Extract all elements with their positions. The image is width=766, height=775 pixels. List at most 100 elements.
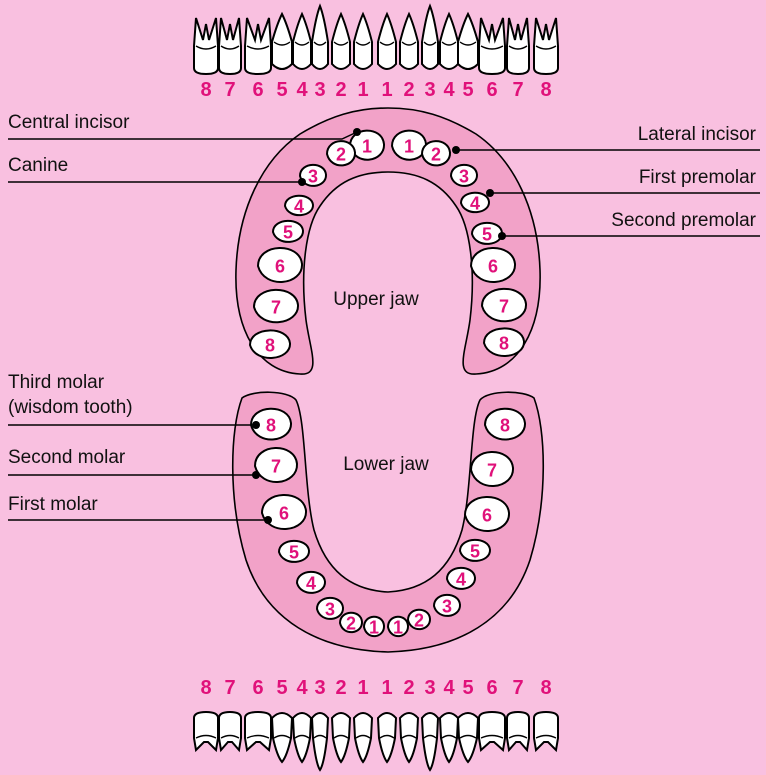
upper-left-tooth: 5 <box>273 221 303 243</box>
upper-left-tooth: 2 <box>327 141 355 165</box>
tooth-number: 1 <box>381 79 392 101</box>
upper-right-tooth: 8 <box>484 328 524 356</box>
tooth-number: 7 <box>224 79 235 101</box>
tooth-number: 4 <box>443 677 455 699</box>
tooth-number: 2 <box>346 613 356 633</box>
tooth-number: 2 <box>431 144 441 164</box>
tooth-number: 7 <box>224 677 235 699</box>
tooth-number: 2 <box>336 144 346 164</box>
tooth-number: 6 <box>252 79 263 101</box>
tooth-number: 8 <box>200 677 211 699</box>
lower-left-tooth: 7 <box>255 448 297 482</box>
upper-tooth-side <box>422 6 438 69</box>
tooth-number: 3 <box>325 599 335 619</box>
lower-tooth-side <box>422 713 438 770</box>
upper-tooth-side <box>194 18 218 74</box>
leader-dot-lateral-incisor <box>452 146 460 154</box>
lower-jaw-arch: 8765432187654321 <box>233 392 544 652</box>
tooth-number: 4 <box>294 196 304 216</box>
tooth-number: 4 <box>296 79 308 101</box>
upper-left-tooth: 6 <box>258 248 302 282</box>
upper-right-tooth: 5 <box>472 223 502 245</box>
tooth-number: 3 <box>424 677 435 699</box>
tooth-number: 8 <box>499 333 509 353</box>
lower-right-tooth: 6 <box>465 497 509 531</box>
leader-dot-canine <box>298 178 306 186</box>
tooth-number: 3 <box>308 166 318 186</box>
upper-tooth-side <box>272 14 292 69</box>
tooth-number: 2 <box>335 79 346 101</box>
tooth-number: 4 <box>443 79 455 101</box>
upper-right-tooth: 2 <box>422 141 450 165</box>
upper-jaw-label: Upper jaw <box>333 289 419 310</box>
tooth-number: 6 <box>482 505 492 525</box>
tooth-number: 7 <box>271 456 281 476</box>
tooth-number: 8 <box>540 677 551 699</box>
upper-right-tooth: 7 <box>482 289 526 321</box>
tooth-number: 6 <box>275 256 285 276</box>
tooth-number: 2 <box>335 677 346 699</box>
lower-tooth-side <box>219 712 241 750</box>
tooth-number: 8 <box>265 335 275 355</box>
tooth-number: 8 <box>266 415 276 435</box>
tooth-number: 6 <box>279 503 289 523</box>
tooth-number: 1 <box>362 136 372 156</box>
upper-tooth-side <box>458 14 478 69</box>
lower-tooth-side <box>194 712 218 750</box>
tooth-number: 6 <box>252 677 263 699</box>
lower-left-tooth: 4 <box>297 572 325 594</box>
tooth-number: 6 <box>486 79 497 101</box>
lower-teeth-side-view <box>194 712 558 770</box>
tooth-number: 1 <box>393 617 403 637</box>
leader-dot-first-molar <box>264 516 272 524</box>
tooth-number: 5 <box>462 79 473 101</box>
tooth-number: 1 <box>357 79 368 101</box>
lower-right-tooth: 8 <box>485 409 525 440</box>
tooth-number: 7 <box>512 79 523 101</box>
leader-dot-third-molar <box>252 421 260 429</box>
label-second-premolar: Second premolar <box>611 210 756 231</box>
tooth-number: 4 <box>296 677 308 699</box>
tooth-number: 3 <box>459 166 469 186</box>
tooth-number: 2 <box>403 79 414 101</box>
tooth-number: 3 <box>424 79 435 101</box>
upper-teeth-side-view <box>194 6 558 74</box>
tooth-number: 2 <box>403 677 414 699</box>
tooth-number: 5 <box>276 677 287 699</box>
leader-dot-first-premolar <box>486 189 494 197</box>
lower-right-tooth: 3 <box>434 595 460 617</box>
upper-tooth-side <box>293 14 311 69</box>
tooth-number: 7 <box>487 460 497 480</box>
tooth-number: 3 <box>442 596 452 616</box>
lower-left-tooth: 5 <box>279 541 309 563</box>
tooth-number: 8 <box>540 79 551 101</box>
lower-tooth-side <box>507 712 529 750</box>
label-wisdom-tooth: (wisdom tooth) <box>8 397 133 418</box>
upper-tooth-side <box>312 6 328 69</box>
label-canine: Canine <box>8 155 68 176</box>
label-first-premolar: First premolar <box>639 167 757 188</box>
label-second-molar: Second molar <box>8 447 126 468</box>
lower-right-tooth: 1 <box>388 617 408 638</box>
lower-tooth-side <box>479 712 505 750</box>
tooth-number: 5 <box>462 677 473 699</box>
tooth-number: 5 <box>276 79 287 101</box>
lower-tooth-side <box>534 712 558 750</box>
tooth-number: 8 <box>500 415 510 435</box>
label-first-molar: First molar <box>8 494 98 515</box>
tooth-number: 1 <box>404 136 414 156</box>
upper-tooth-side <box>400 14 418 69</box>
lower-right-tooth: 5 <box>460 540 490 562</box>
tooth-number: 7 <box>499 296 509 316</box>
tooth-number: 1 <box>381 677 392 699</box>
tooth-number: 5 <box>482 224 492 244</box>
tooth-number: 1 <box>369 617 379 637</box>
upper-left-tooth: 8 <box>250 330 290 358</box>
lower-right-tooth: 7 <box>471 452 513 486</box>
tooth-number: 5 <box>289 542 299 562</box>
tooth-number: 6 <box>488 256 498 276</box>
label-lateral-incisor: Lateral incisor <box>638 124 757 145</box>
